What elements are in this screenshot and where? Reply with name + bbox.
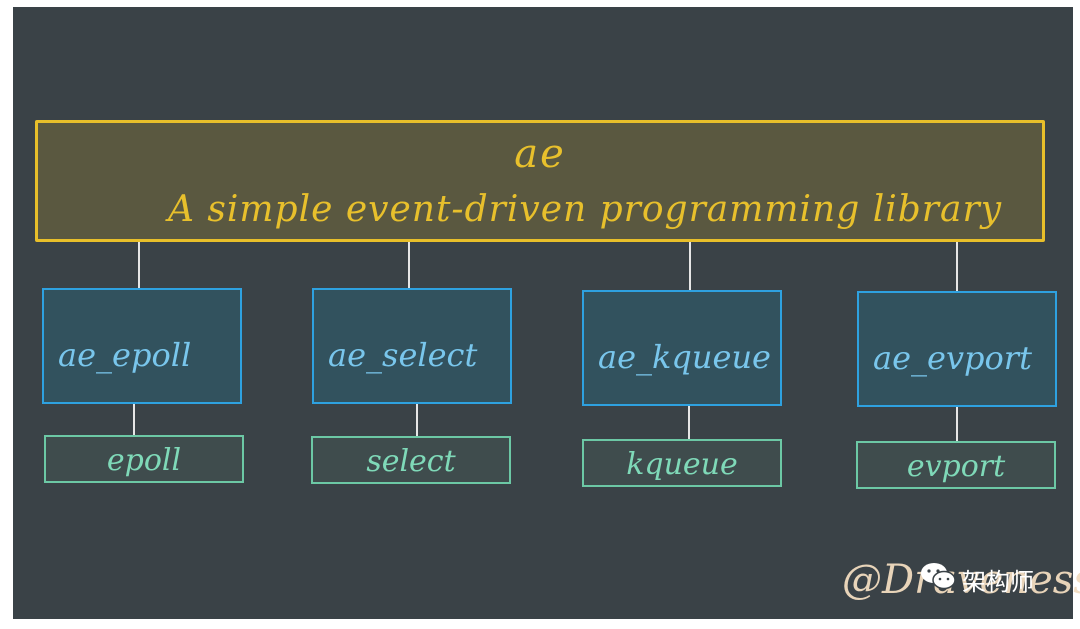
connector-root-evport (956, 242, 958, 292)
connector-epoll-sys (133, 404, 135, 436)
connector-root-kqueue (689, 242, 691, 290)
watermark-text: 架构师 (962, 568, 1034, 596)
system-node-epoll: epoll (44, 435, 244, 483)
author-signature: @Draveness (842, 557, 1080, 603)
module-label: ae_epoll (58, 336, 192, 374)
system-label: epoll (106, 443, 182, 478)
system-node-select: select (311, 436, 511, 484)
connector-root-epoll (138, 242, 140, 288)
connector-root-select (408, 242, 410, 288)
module-label: ae_evport (873, 339, 1032, 377)
module-node-ae-evport: ae_evport (857, 291, 1057, 407)
system-label: evport (906, 449, 1006, 484)
system-label: kqueue (626, 447, 738, 482)
module-label: ae_kqueue (598, 338, 771, 376)
module-node-ae-select: ae_select (312, 288, 512, 404)
system-label: select (366, 444, 456, 479)
module-node-ae-kqueue: ae_kqueue (582, 290, 782, 406)
system-node-evport: evport (856, 441, 1056, 489)
wechat-icon (921, 563, 956, 590)
root-node-ae: ae A simple event-driven programming lib… (35, 120, 1045, 242)
module-label: ae_select (328, 336, 478, 374)
module-node-ae-epoll: ae_epoll (42, 288, 242, 404)
root-subtitle: A simple event-driven programming librar… (167, 189, 1003, 230)
connector-evport-sys (956, 407, 958, 441)
connector-select-sys (416, 404, 418, 436)
root-title: ae (514, 131, 566, 177)
connector-kqueue-sys (688, 406, 690, 440)
system-node-kqueue: kqueue (582, 439, 782, 487)
